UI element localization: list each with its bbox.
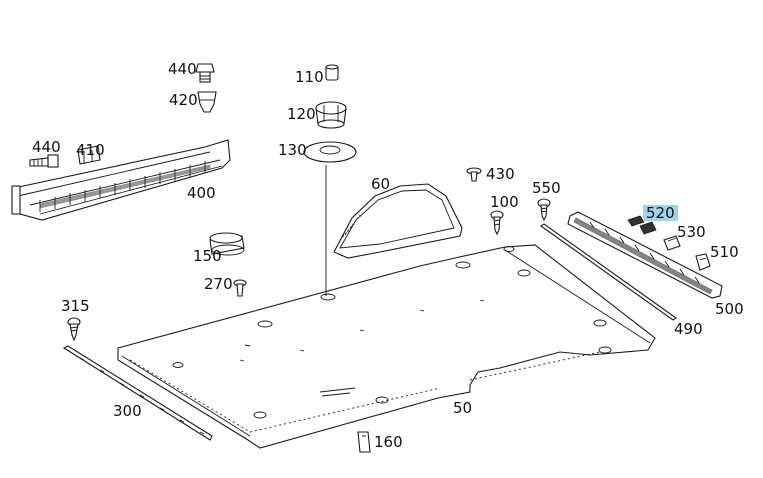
callout-510[interactable]: 510 bbox=[710, 243, 739, 261]
rail-400 bbox=[11, 139, 231, 221]
callout-60[interactable]: 60 bbox=[371, 175, 391, 193]
part-510 bbox=[695, 253, 711, 271]
callout-520[interactable]: 520 bbox=[643, 205, 678, 221]
callout-100[interactable]: 100 bbox=[490, 193, 519, 211]
callout-300[interactable]: 300 bbox=[113, 402, 142, 420]
callout-130[interactable]: 130 bbox=[278, 141, 307, 159]
callout-430[interactable]: 430 bbox=[486, 165, 515, 183]
part-160 bbox=[357, 431, 371, 453]
clip-410 bbox=[77, 145, 101, 165]
screw-430 bbox=[466, 167, 482, 182]
callout-500[interactable]: 500 bbox=[715, 300, 744, 318]
strip-300 bbox=[62, 345, 213, 441]
screw-550 bbox=[537, 198, 551, 222]
part-270 bbox=[233, 279, 247, 297]
screw-315 bbox=[67, 317, 81, 342]
callout-530[interactable]: 530 bbox=[677, 223, 706, 241]
nut-420 bbox=[197, 91, 217, 113]
floor-panel bbox=[117, 244, 656, 449]
part-530 bbox=[663, 235, 681, 251]
bolt-440-top bbox=[195, 63, 215, 83]
callout-410[interactable]: 410 bbox=[76, 141, 105, 159]
part-150 bbox=[209, 232, 245, 256]
part-130 bbox=[303, 141, 357, 163]
callout-420[interactable]: 420 bbox=[169, 91, 198, 109]
callout-440-top[interactable]: 440 bbox=[168, 60, 197, 78]
callout-150[interactable]: 150 bbox=[193, 247, 222, 265]
screw-100 bbox=[490, 210, 504, 236]
callout-550[interactable]: 550 bbox=[532, 179, 561, 197]
part-520 bbox=[627, 215, 657, 235]
sill-plate-500 bbox=[567, 211, 723, 299]
part-60 bbox=[333, 183, 463, 259]
callout-315[interactable]: 315 bbox=[61, 297, 90, 315]
callout-270[interactable]: 270 bbox=[204, 275, 233, 293]
callout-120[interactable]: 120 bbox=[287, 105, 316, 123]
callout-490[interactable]: 490 bbox=[674, 320, 703, 338]
bolt-440-left bbox=[29, 154, 59, 168]
callout-160[interactable]: 160 bbox=[374, 433, 403, 451]
callout-110[interactable]: 110 bbox=[295, 68, 324, 86]
callout-50[interactable]: 50 bbox=[453, 399, 473, 417]
callout-440-left[interactable]: 440 bbox=[32, 138, 61, 156]
callout-400[interactable]: 400 bbox=[187, 184, 216, 202]
rod-490 bbox=[540, 223, 677, 321]
part-120 bbox=[315, 101, 347, 129]
part-110 bbox=[325, 64, 339, 81]
